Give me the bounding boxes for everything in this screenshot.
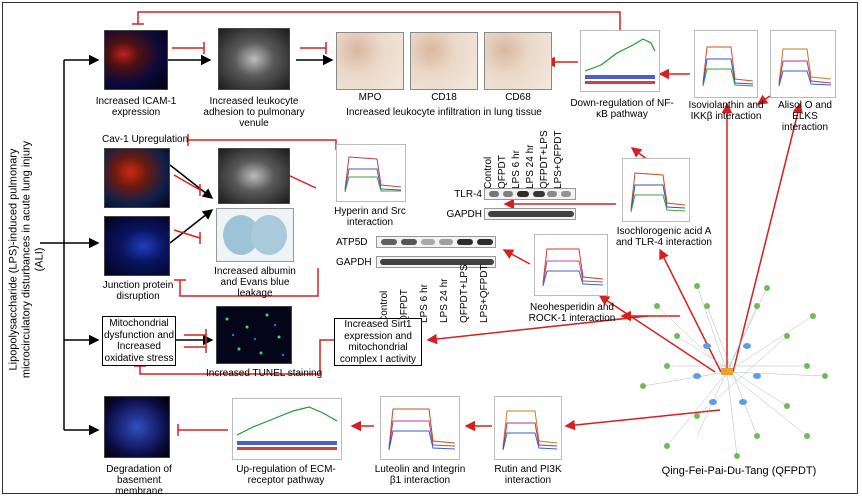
isoviolanthin-plot — [694, 30, 758, 98]
isochlorogenic-plot — [622, 158, 690, 222]
icam-image — [104, 30, 168, 90]
qfpdt-label: Qing-Fei-Pai-Du-Tang (QFPDT) — [661, 465, 817, 477]
sirt1-box: Increased Sirt1 expression and mitochond… — [334, 318, 422, 366]
tlr4-blot — [484, 188, 576, 200]
isoviolanthin-label: Isoviolanthin and IKKβ interaction — [688, 100, 764, 122]
rutin-plot — [494, 396, 562, 460]
lane-header: LPS 24 hr — [525, 144, 536, 189]
lane-header: QFPDT — [497, 155, 508, 189]
basement-label: Degradation of basement membrane — [106, 464, 172, 497]
neohesperidin-label: Neohesperidin and ROCK-1 interaction — [528, 302, 616, 324]
luteolin-label: Luteolin and Integrin β1 interaction — [374, 464, 466, 486]
cav1-label: Cav-1 Upregulation — [102, 134, 189, 145]
nfkb-label: Down-regulation of NF-κB pathway — [570, 98, 674, 120]
gapdh-top-label: GAPDH — [446, 209, 482, 220]
microvessel-image — [218, 148, 290, 204]
cav1-image — [104, 148, 170, 208]
junction-label: Junction protein disruption — [102, 280, 174, 302]
lane-header: LPS 6 hr — [511, 150, 522, 189]
nfkb-gsea-plot — [580, 30, 660, 92]
ecm-gsea-plot — [232, 398, 342, 460]
cd68-image — [484, 32, 552, 90]
cd18-image — [410, 32, 478, 90]
leukocyte-adhesion-label: Increased leukocyte adhesion to pulmonar… — [203, 96, 305, 129]
infiltration-label: Increased leukocyte infiltration in lung… — [346, 107, 542, 118]
lane-header: Control — [483, 156, 494, 189]
gapdh-bottom-label: GAPDH — [336, 257, 372, 268]
atp5d-label: ATP5D — [336, 237, 368, 248]
lane-header: QFPDT+LPS — [539, 130, 550, 189]
tlr4-label: TLR-4 — [454, 189, 482, 200]
hyperin-plot — [336, 144, 406, 202]
rutin-label: Rutin and PI3K interaction — [494, 464, 562, 486]
atp5d-blot — [376, 236, 496, 248]
lane-header: LPS+QFPDT — [479, 264, 490, 323]
ecm-label: Up-regulation of ECM-receptor pathway — [236, 464, 336, 486]
cd18-label: CD18 — [431, 92, 457, 103]
mpo-image — [336, 32, 404, 90]
alisol-plot — [770, 30, 836, 98]
qfpdt-network — [640, 283, 828, 459]
cd68-label: CD68 — [505, 92, 531, 103]
alisol-label: Alisol O and ELKS interaction — [778, 100, 832, 133]
junction-image — [104, 216, 170, 276]
gapdh-top-blot — [484, 208, 576, 220]
mitochondrial-box: Mitochondrial dysfunction and Increased … — [102, 316, 176, 366]
lane-header: LPS 24 hr — [439, 278, 450, 323]
lane-header: LPS+QFPDT — [553, 130, 564, 189]
tunel-label: Increased TUNEL staining — [206, 368, 323, 379]
icam-label: Increased ICAM-1 expression — [95, 96, 177, 118]
gapdh-bottom-blot — [376, 256, 496, 268]
hyperin-label: Hyperin and Src interaction — [334, 206, 406, 228]
tunel-image — [216, 306, 292, 364]
neohesperidin-plot — [534, 234, 608, 296]
venule-image — [218, 28, 290, 90]
basement-image — [104, 396, 170, 458]
lung-image — [216, 208, 294, 262]
albumin-label: Increased albumin and Evans blue leakage — [214, 266, 296, 299]
luteolin-plot — [380, 396, 460, 460]
isochlorogenic-label: Isochlorogenic acid A and TLR-4 interact… — [616, 226, 712, 248]
lane-header: QFPDT+LPS — [459, 264, 470, 323]
mpo-label: MPO — [358, 92, 382, 103]
